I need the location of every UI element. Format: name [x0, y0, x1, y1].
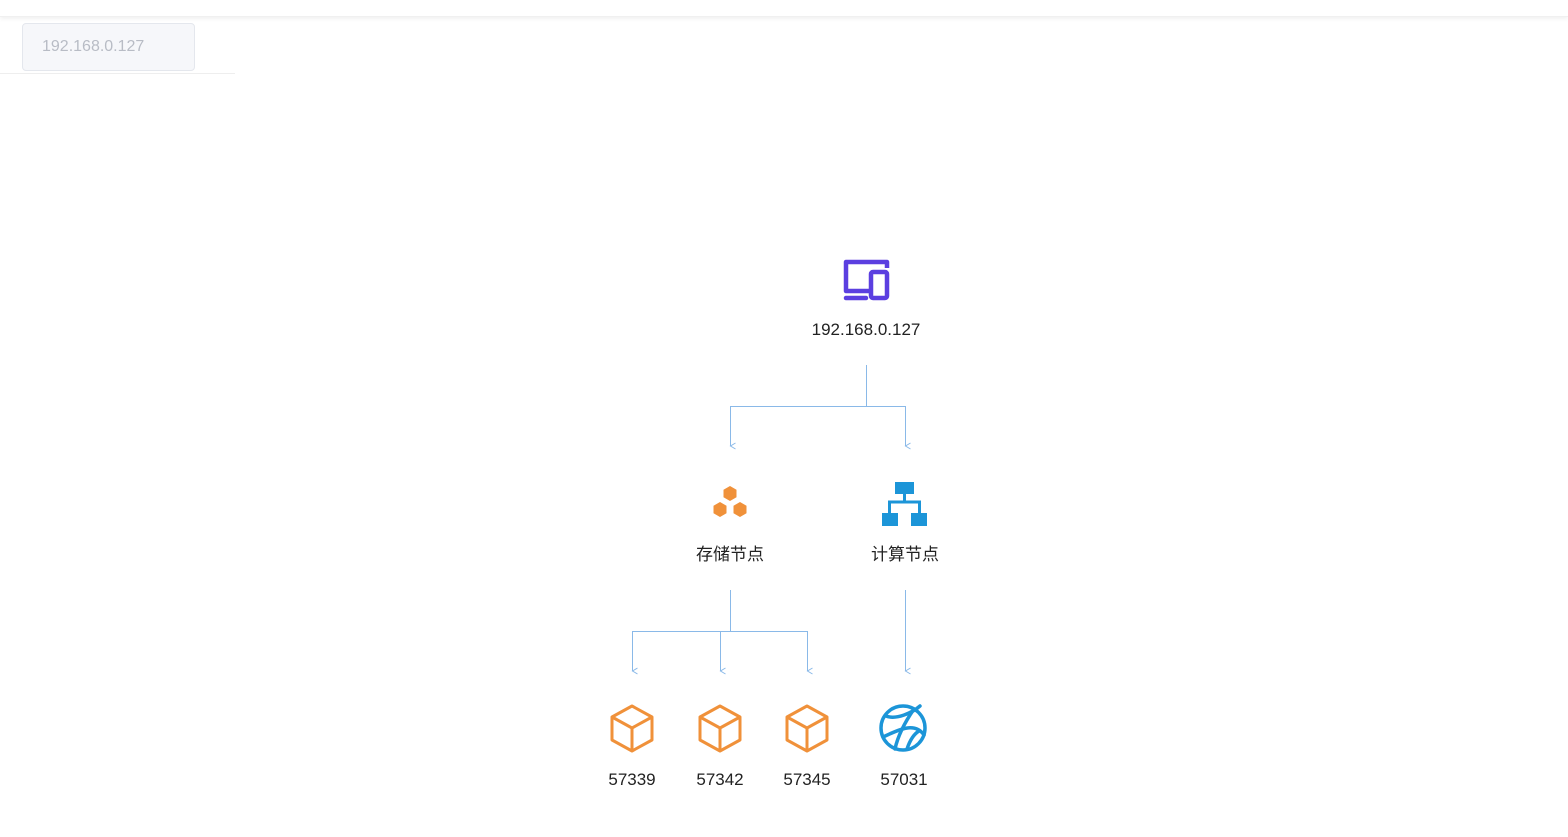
cube-icon — [610, 704, 654, 753]
devices-icon — [843, 259, 890, 301]
link-root-to-storage — [729, 365, 867, 450]
link-root-to-compute — [866, 406, 911, 450]
storage-node-label: 57342 — [696, 770, 743, 789]
top-bar — [0, 0, 1568, 17]
storage-node-label: 57345 — [783, 770, 830, 789]
root-node[interactable]: 192.168.0.127 — [812, 259, 921, 339]
globe-icon — [879, 704, 927, 752]
cube-icon — [785, 704, 829, 753]
cube-icon — [698, 704, 742, 753]
root-node-label: 192.168.0.127 — [812, 320, 921, 339]
link-storage-to-57345 — [730, 631, 813, 675]
storage-node-57345[interactable]: 57345 — [783, 704, 831, 789]
storage-node-57339[interactable]: 57339 — [608, 704, 656, 789]
compute-node-57031[interactable]: 57031 — [879, 704, 928, 789]
storage-group-node[interactable]: 存储节点 — [696, 486, 764, 565]
compute-node-label: 57031 — [880, 770, 927, 789]
network-hierarchy-icon — [882, 482, 927, 526]
storage-node-57342[interactable]: 57342 — [696, 704, 744, 789]
compute-group-label: 计算节点 — [871, 545, 939, 565]
storage-cluster-icon — [713, 486, 747, 517]
compute-group-node[interactable]: 计算节点 — [871, 482, 939, 565]
links-root-to-groups — [729, 365, 911, 450]
host-selector[interactable]: 192.168.0.127 — [22, 23, 195, 71]
storage-group-label: 存储节点 — [696, 545, 764, 565]
selector-divider — [0, 73, 235, 74]
storage-node-label: 57339 — [608, 770, 655, 789]
links-storage-to-children — [631, 590, 813, 675]
link-storage-to-57339 — [631, 590, 731, 675]
